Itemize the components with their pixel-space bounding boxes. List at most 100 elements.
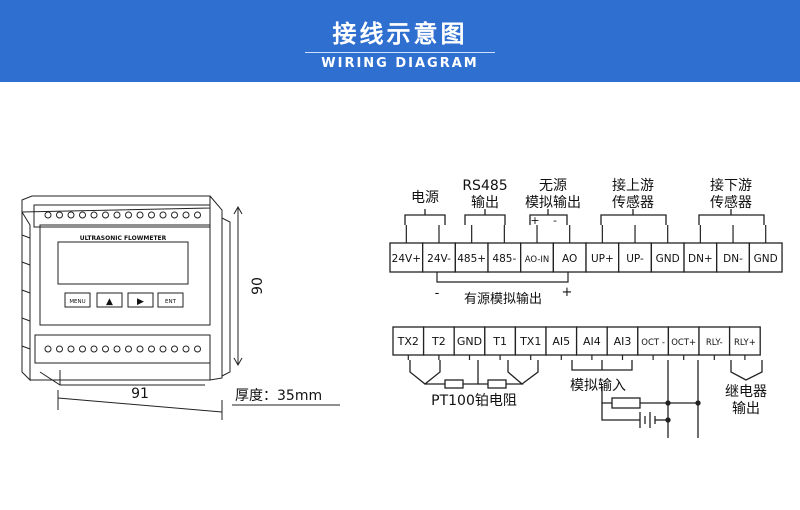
terminal-box xyxy=(683,242,718,273)
terminal-screw xyxy=(171,211,178,219)
terminal-label: RLY+ xyxy=(734,338,756,348)
terminal-screw xyxy=(182,211,190,219)
dimension-height xyxy=(233,205,243,367)
device-model-label: ULTRASONIC FLOWMETER xyxy=(80,235,167,242)
terminal-label: AO-IN xyxy=(525,255,550,265)
terminal-label: 485+ xyxy=(457,253,486,265)
terminal-screw xyxy=(171,345,178,353)
terminal-label: 24V+ xyxy=(392,253,421,265)
terminal-screw xyxy=(79,211,86,219)
terminal-box xyxy=(606,326,639,356)
terminal-label: DN- xyxy=(723,253,743,265)
terminal-label: GND xyxy=(457,335,482,348)
device-buttons: MENU ▲ ▶ ENT xyxy=(64,292,184,308)
terminal-label: DN+ xyxy=(688,253,713,265)
terminal-box xyxy=(545,326,578,356)
terminal-screw xyxy=(159,345,167,353)
rs485-group-label: RS485 xyxy=(462,178,507,194)
terminal-screw xyxy=(44,211,52,219)
terminal-label: AI3 xyxy=(614,335,632,348)
terminal-label: GND xyxy=(754,253,778,265)
analog-input-wiring xyxy=(571,360,701,438)
right-arrow-icon: ▶ xyxy=(137,297,144,307)
terminal-box xyxy=(650,242,685,273)
terminal-label: OCT+ xyxy=(671,338,696,348)
terminal-screw xyxy=(159,211,167,219)
active-output-bracket xyxy=(436,272,569,283)
right-key xyxy=(127,292,154,308)
ao-plus-sign: + xyxy=(530,214,539,227)
rs485-group-label2: 输出 xyxy=(471,195,499,211)
terminal-screw xyxy=(102,211,109,219)
terminal-label: TX1 xyxy=(519,335,541,348)
terminal-screw xyxy=(148,345,155,353)
terminal-label: UP- xyxy=(626,253,644,265)
menu-key-label: MENU xyxy=(69,299,85,305)
device-top-leds xyxy=(44,211,201,219)
terminal-box xyxy=(520,242,554,273)
width-dimension-label: 91 xyxy=(131,386,149,402)
terminal-label: AI4 xyxy=(583,335,601,348)
relay-label2: 输出 xyxy=(732,401,760,417)
dimension-width xyxy=(57,390,223,420)
terminal-screw xyxy=(125,345,132,353)
terminal-screw xyxy=(136,211,144,219)
terminal-screw xyxy=(56,211,63,219)
terminal-screw xyxy=(182,345,190,353)
height-dimension-label: 90 xyxy=(250,277,266,295)
page-subtitle: WIRING DIAGRAM xyxy=(321,56,479,71)
device-face xyxy=(39,224,211,326)
thickness-label: 厚度：35mm xyxy=(235,388,322,404)
device-top-panel xyxy=(33,204,211,228)
upstream-sensor-label2: 传感器 xyxy=(612,194,654,211)
active-output-label: 有源模拟输出 xyxy=(464,291,542,307)
terminal-screw xyxy=(67,345,75,353)
terminal-screw xyxy=(44,345,52,353)
terminal-screw xyxy=(136,345,144,353)
up-arrow-icon: ▲ xyxy=(106,297,113,307)
ao-minus-sign: - xyxy=(553,214,557,227)
passive-ao-label: 无源 xyxy=(539,178,567,194)
terminal-screw xyxy=(102,345,109,353)
pt100-label: PT100铂电阻 xyxy=(431,393,517,409)
terminal-label: T1 xyxy=(492,335,507,348)
terminal-box xyxy=(716,242,751,273)
terminal-screw xyxy=(67,211,75,219)
terminal-label: GND xyxy=(656,253,680,265)
terminal-screw xyxy=(56,345,63,353)
device-right-side xyxy=(209,195,223,381)
analog-input-label: 模拟输入 xyxy=(570,378,626,394)
top-group-brackets xyxy=(404,209,765,225)
menu-key xyxy=(64,292,91,308)
page-title: 接线示意图 xyxy=(332,20,468,48)
device-right-rail xyxy=(221,217,231,377)
upstream-sensor-label: 接上游 xyxy=(612,177,654,194)
ent-key xyxy=(157,292,184,308)
device-bottom-panel xyxy=(34,334,211,364)
device-base xyxy=(39,370,205,386)
power-group-label: 电源 xyxy=(411,190,439,206)
terminal-label: AO xyxy=(562,253,577,265)
terminal-screw xyxy=(90,211,98,219)
terminal-screw xyxy=(79,345,86,353)
terminal-screw xyxy=(148,211,155,219)
terminal-label: 485- xyxy=(492,253,516,265)
active-output-minus: - xyxy=(435,286,440,301)
terminal-screw xyxy=(194,211,201,219)
terminal-screw xyxy=(194,345,201,353)
terminal-box xyxy=(748,242,783,273)
header-banner: 接线示意图 WIRING DIAGRAM xyxy=(0,0,800,82)
relay-bracket xyxy=(730,360,763,381)
terminal-screw xyxy=(90,345,98,353)
terminal-label: UP+ xyxy=(591,253,614,265)
terminal-label: TX2 xyxy=(397,335,419,348)
up-key xyxy=(96,292,123,308)
device-fins xyxy=(21,234,31,350)
device-lcd xyxy=(57,241,189,285)
terminal-label: T2 xyxy=(431,335,446,348)
ent-key-label: ENT xyxy=(165,299,177,305)
terminal-label: AI5 xyxy=(552,335,570,348)
